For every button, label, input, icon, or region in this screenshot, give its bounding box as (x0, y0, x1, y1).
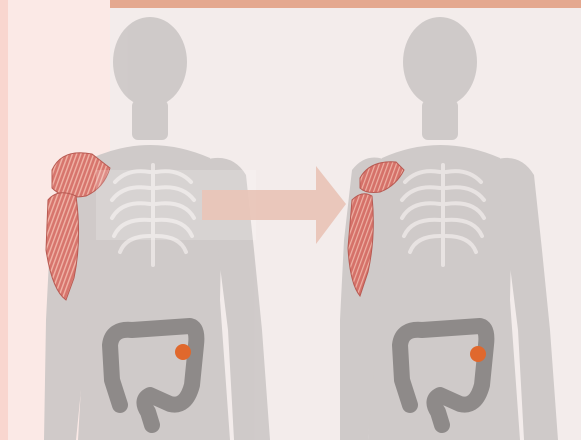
neck-before (132, 100, 168, 140)
tumor-marker-icon (175, 344, 191, 360)
head-before (113, 17, 187, 107)
head-after (403, 17, 477, 107)
neck-after (422, 100, 458, 140)
tumor-marker-after-icon (470, 346, 486, 362)
